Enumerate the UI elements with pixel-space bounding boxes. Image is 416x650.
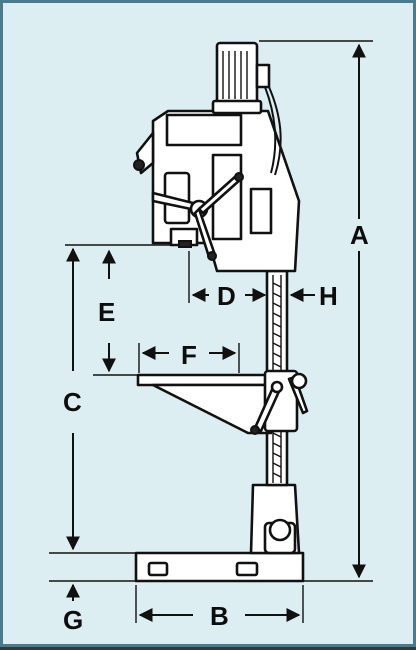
drill-press-illustration <box>133 41 309 583</box>
motor <box>211 41 282 176</box>
column-base-housing <box>249 483 301 555</box>
label-e: E <box>98 297 115 327</box>
label-f: F <box>181 340 197 370</box>
label-c: C <box>63 387 82 417</box>
label-a: A <box>350 220 369 250</box>
drill-head <box>133 109 301 273</box>
label-h: H <box>319 281 338 311</box>
drill-press-diagram: A B C D E F G H <box>49 40 373 635</box>
base-plate <box>134 551 305 583</box>
label-d: D <box>217 281 236 311</box>
dimension-lines <box>49 40 373 623</box>
work-table <box>136 369 309 435</box>
label-g: G <box>63 605 83 635</box>
label-b: B <box>210 601 229 631</box>
